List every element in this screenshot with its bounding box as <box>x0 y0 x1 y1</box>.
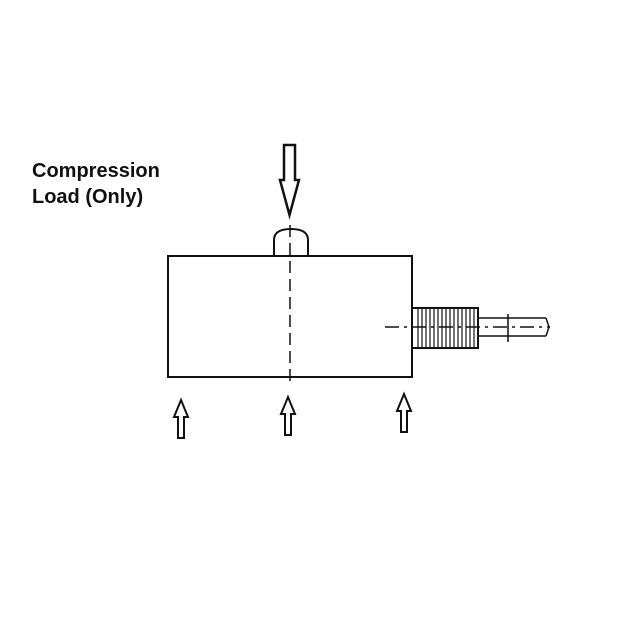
load-type-label: Compression Load (Only) <box>32 158 160 210</box>
cable <box>478 317 550 337</box>
connector-threads <box>417 308 475 348</box>
label-line-2: Load (Only) <box>32 186 144 208</box>
reaction-arrow-center <box>279 394 297 436</box>
load-button <box>273 227 309 256</box>
cable-connector <box>411 307 479 349</box>
reaction-arrow-left <box>172 397 190 439</box>
reaction-arrow-right <box>395 391 413 433</box>
label-line-1: Compression <box>32 160 160 182</box>
load-arrow-down <box>278 143 301 220</box>
